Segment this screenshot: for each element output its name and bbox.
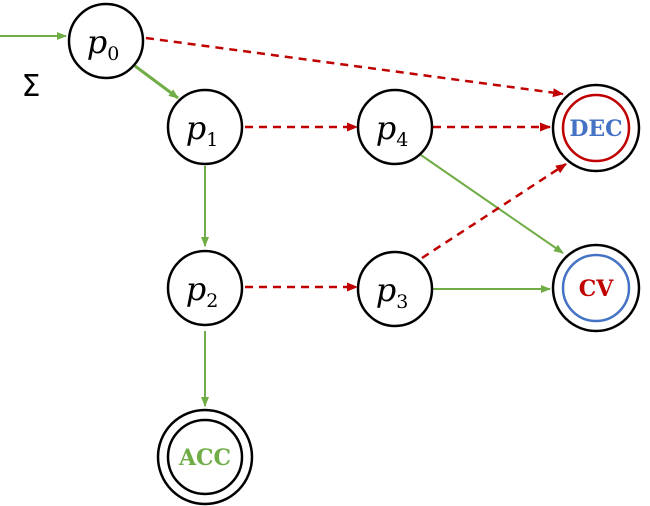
state-p4-label: p4 xyxy=(376,109,409,151)
final-state-dec: DEC xyxy=(551,83,641,173)
state-p3-label: p3 xyxy=(376,271,409,313)
transition-p4-cv xyxy=(417,152,564,254)
transition-p0-dec xyxy=(145,36,564,98)
final-state-acc: ACC xyxy=(156,408,254,506)
state-p3: p3 xyxy=(356,250,434,328)
transition-p3-dec xyxy=(421,162,567,260)
final-state-acc-label: ACC xyxy=(178,445,231,471)
alphabet-label: Σ xyxy=(22,69,41,104)
state-p1: p1 xyxy=(166,88,244,166)
final-state-cv-label: CV xyxy=(579,276,615,302)
final-state-cv: CV xyxy=(551,243,641,333)
transition-p0-p1 xyxy=(134,64,179,100)
state-p1-label: p1 xyxy=(186,109,219,151)
state-p0-label: p0 xyxy=(87,23,120,65)
final-state-dec-label: DEC xyxy=(569,116,622,142)
state-p2: p2 xyxy=(166,249,244,327)
state-p4: p4 xyxy=(356,88,434,166)
state-p0: p0 xyxy=(67,2,145,80)
state-p2-label: p2 xyxy=(186,270,219,312)
